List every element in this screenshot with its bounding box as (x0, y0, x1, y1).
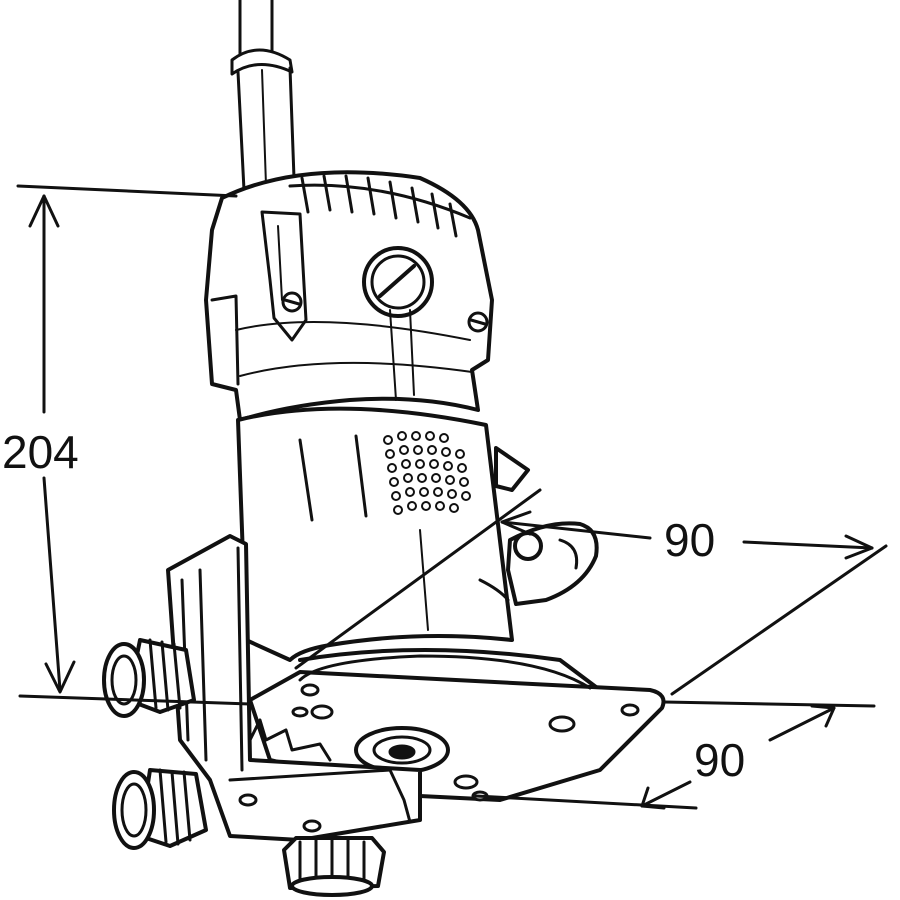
height-dimension-label: 204 (2, 426, 79, 478)
height-dimension: 204 (2, 184, 252, 706)
depth-dimension-label: 90 (694, 734, 745, 786)
knob-lower (112, 768, 208, 850)
depth-dimension: 90 (474, 700, 876, 810)
motor-body (236, 406, 602, 692)
clamp-lever (494, 446, 599, 606)
vent-holes (383, 431, 471, 515)
depth-guide-bracket (166, 534, 422, 842)
motor-top-housing (204, 170, 494, 422)
power-cord (230, 0, 296, 192)
knob-bottom (282, 836, 386, 897)
width-dimension: 90 (294, 488, 888, 696)
knob-upper (102, 638, 196, 718)
width-dimension-label: 90 (664, 514, 715, 566)
